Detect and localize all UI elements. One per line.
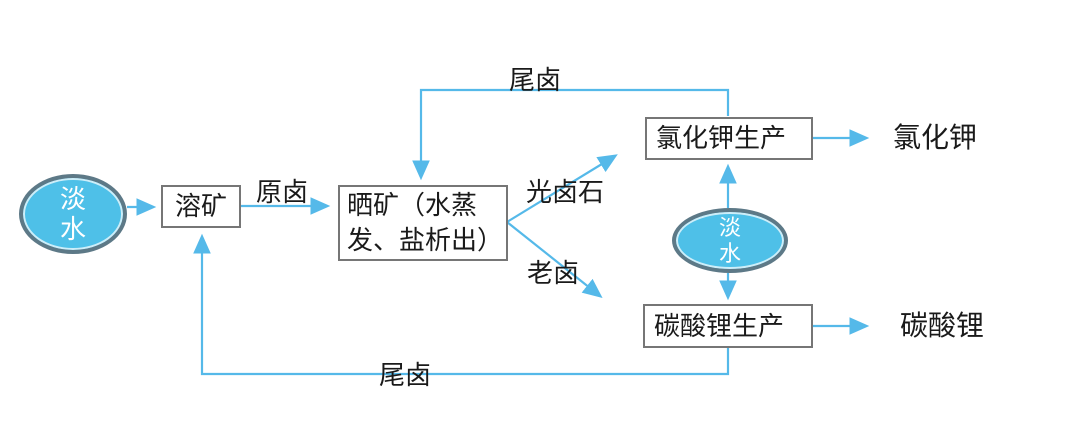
edge-tail-brine-top-arrow [412,88,730,181]
freshwater-mid-label-line1: 淡 [718,214,741,240]
evaporate-label-line1: 晒矿（水蒸 [347,190,478,220]
dissolve-ore-box: 溶矿 [161,185,241,228]
old-brine-label: 老卤 [526,258,580,288]
evaporate-label-line2: 发、盐析出） [347,225,504,255]
licarb-production-label: 碳酸锂生产 [654,310,785,341]
freshwater-mid-label-line2: 水 [718,240,741,266]
freshwater-left-label-line1: 淡 [59,184,86,214]
freshwater-node-middle: 淡 水 [672,208,788,273]
dissolve-ore-label: 溶矿 [174,191,227,222]
freshwater-left-label-line2: 水 [59,214,86,244]
carnallite-label: 光卤石 [525,177,605,207]
lithium-carbonate-output-label: 碳酸锂 [900,310,985,341]
kcl-production-box: 氯化钾生产 [645,117,813,160]
freshwater-node-left: 淡 水 [19,174,127,254]
tail-brine-top-label: 尾卤 [508,65,562,95]
tail-brine-bottom-label: 尾卤 [378,360,432,390]
edge-old-brine-arrow [506,221,603,299]
kcl-production-label: 氯化钾生产 [656,123,787,154]
edge-carnallite-arrow [506,154,618,223]
evaporate-ore-box: 晒矿（水蒸 发、盐析出） [338,185,508,261]
licarb-production-box: 碳酸锂生产 [643,304,813,348]
edge-tail-brine-bottom-arrow [193,233,730,376]
raw-brine-label: 原卤 [255,177,309,207]
potassium-chloride-output-label: 氯化钾 [893,122,978,153]
